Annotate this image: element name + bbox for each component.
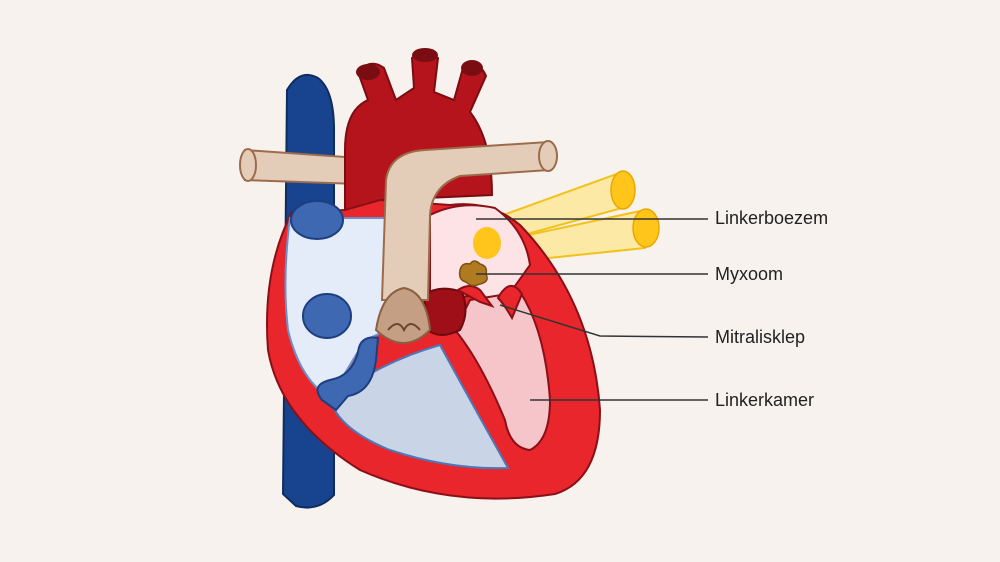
pulmonary-trunk-opening bbox=[538, 140, 558, 172]
label-myxoma: Myxoom bbox=[715, 264, 784, 284]
leader-line-mitral-valve bbox=[499, 304, 709, 338]
label-left-atrium: Linkerboezem bbox=[715, 208, 829, 228]
atrium-vein-opening bbox=[473, 227, 501, 259]
aortic-branch-3 bbox=[461, 60, 483, 76]
label-mitral-valve: Mitralisklep bbox=[715, 327, 806, 347]
aortic-valve bbox=[422, 287, 467, 336]
pulmonary-vein-opening-1 bbox=[610, 170, 636, 210]
right-pulmonary-artery bbox=[244, 148, 362, 186]
aortic-branch-2 bbox=[412, 48, 438, 62]
tricuspid-valve bbox=[316, 336, 380, 412]
svc-opening bbox=[290, 200, 344, 240]
aortic-branch-1 bbox=[356, 64, 380, 80]
right-pulmonary-artery-opening bbox=[239, 148, 257, 182]
right-ventricle bbox=[328, 343, 510, 470]
mitral-valve bbox=[456, 285, 524, 321]
ivc-opening bbox=[302, 293, 352, 339]
pulmonary-vein-opening-2 bbox=[632, 208, 660, 248]
left-ventricle bbox=[453, 290, 552, 452]
label-left-ventricle: Linkerkamer bbox=[715, 390, 815, 410]
pulmonic-valve-cusps bbox=[387, 323, 421, 333]
